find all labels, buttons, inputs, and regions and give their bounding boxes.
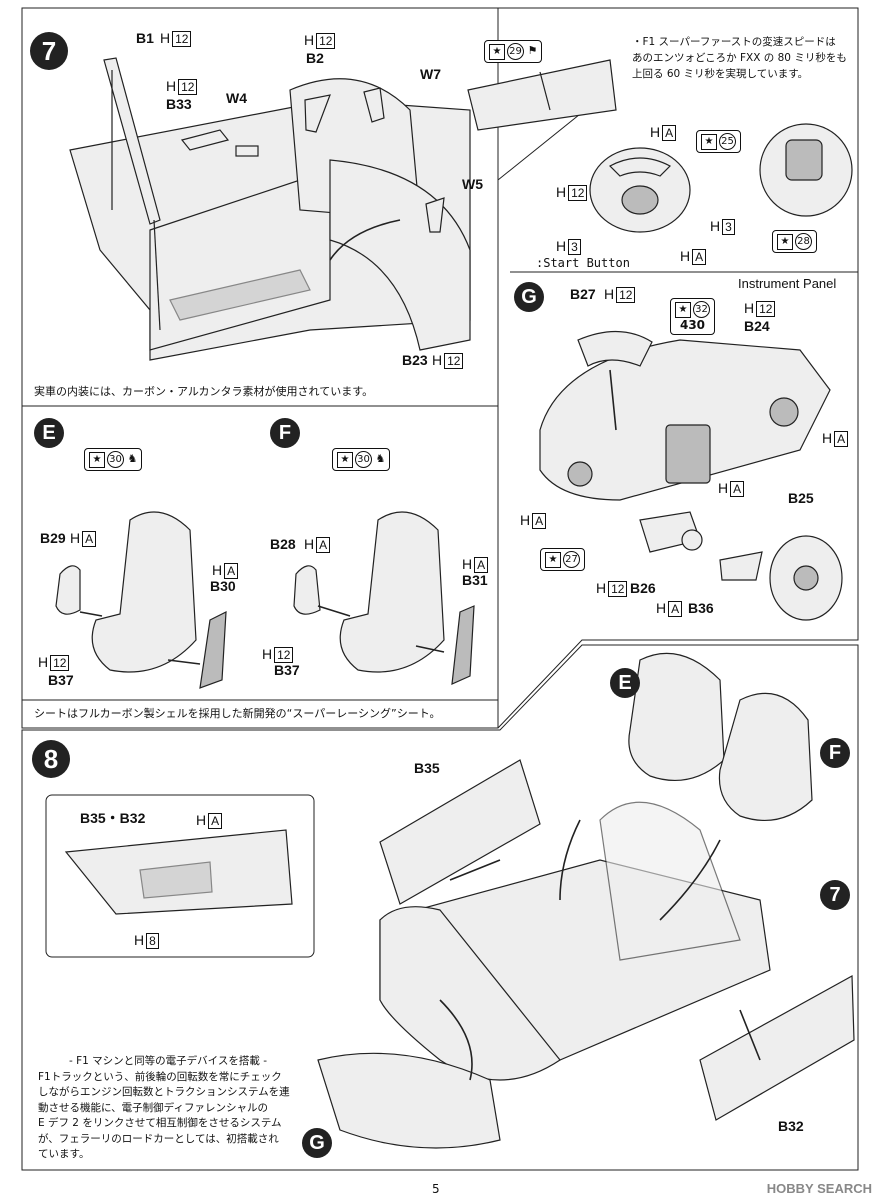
prancing-horse-icon: ♞: [375, 452, 386, 465]
part-label-b32: B32: [778, 1118, 804, 1134]
star-icon: ★: [777, 234, 793, 250]
prancing-horse-icon: ♞: [127, 452, 138, 465]
step-e-badge: E: [34, 418, 64, 448]
star-icon: ★: [545, 552, 561, 568]
part-label-b25: B25: [788, 490, 814, 506]
paint-25-badge: ★25: [696, 130, 741, 153]
step-g-badge: G: [514, 282, 544, 312]
part-label-b24: B24: [744, 318, 770, 334]
checkered-flag-icon: ⚑: [527, 44, 538, 57]
detail-title: B35・B32: [80, 810, 146, 826]
part-label-b27: B27: [570, 286, 596, 302]
star-icon: ★: [675, 302, 691, 318]
part-label-b30: B30: [210, 578, 236, 594]
electronics-note: - F1 マシンと同等の電子デバイスを搭載 - F1トラックという、前後輪の回転…: [38, 1055, 290, 1160]
part-label-b37: B37: [48, 672, 74, 688]
part-label-b31: B31: [462, 572, 488, 588]
step7-interior-note: 実車の内装には、カーボン・アルカンタラ素材が使用されています。: [34, 385, 374, 398]
instrument-panel-title: Instrument Panel: [738, 276, 837, 291]
part-label-w4: W4: [226, 90, 247, 106]
paint-30-badge: ★30 ♞: [84, 448, 143, 471]
paint-28-badge: ★28: [772, 230, 817, 253]
step-f-badge: F: [270, 418, 300, 448]
start-button-label: :Start Button: [536, 256, 630, 270]
paint-27-badge: ★27: [540, 548, 585, 571]
ref-f-badge: F: [820, 738, 850, 768]
watermark: HOBBY SEARCH: [766, 1181, 872, 1196]
ref-g-badge: G: [302, 1128, 332, 1158]
part-label-b36: B36: [688, 600, 714, 616]
part-label-b35: B35: [414, 760, 440, 776]
page-number: 5: [432, 1182, 440, 1196]
part-label-w7: W7: [420, 66, 441, 82]
step-7-badge: 7: [30, 32, 68, 70]
paint-30-badge: ★30 ♞: [332, 448, 391, 471]
star-icon: ★: [701, 134, 717, 150]
part-label-b1: B1: [136, 30, 154, 46]
part-label-w5: W5: [462, 176, 483, 192]
star-icon: ★: [89, 452, 105, 468]
step-8-badge: 8: [32, 740, 70, 778]
seat-note: シートはフルカーボン製シェルを採用した新開発の“スーパーレーシング”シート。: [34, 707, 441, 720]
part-label-b23: B23: [402, 352, 428, 368]
paint-32-badge: ★32 430: [670, 298, 715, 335]
part-label-b2: B2: [306, 50, 324, 66]
part-label-b26: B26: [630, 580, 656, 596]
star-icon: ★: [489, 44, 505, 60]
paint-29-badge: ★29 ⚑: [484, 40, 543, 63]
star-icon: ★: [337, 452, 353, 468]
f1-shift-note: ・F1 スーパーファーストの変速スピードは あのエンツォどころか FXX の 8…: [632, 36, 847, 80]
part-label-b37: B37: [274, 662, 300, 678]
ref-e-badge: E: [610, 668, 640, 698]
part-label-b28: B28: [270, 536, 296, 552]
part-label-b33: B33: [166, 96, 192, 112]
ref-7-badge: 7: [820, 880, 850, 910]
part-label-b29: B29: [40, 530, 66, 546]
